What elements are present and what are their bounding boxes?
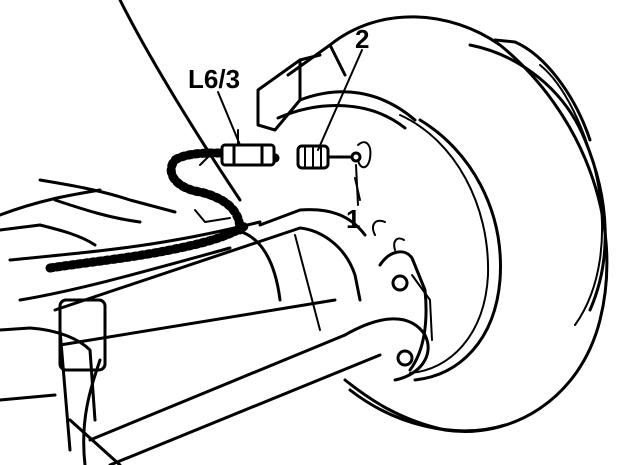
suspension-assembly xyxy=(0,178,262,465)
sensor-connector-l6-3 xyxy=(220,129,276,167)
callout-part-2: 2 xyxy=(355,24,369,54)
leader-part-1 xyxy=(355,164,359,206)
wheel-arch-outline xyxy=(118,0,242,202)
wheel-hub xyxy=(372,219,433,372)
body-panel-edge xyxy=(0,188,102,217)
brake-disc xyxy=(256,15,609,433)
leader-part-2 xyxy=(317,49,363,151)
plug-part-2 xyxy=(296,144,362,170)
callout-l6-3: L6/3 xyxy=(188,64,240,94)
callout-part-1: 1 xyxy=(346,204,360,234)
leader-l6-3 xyxy=(217,91,241,146)
